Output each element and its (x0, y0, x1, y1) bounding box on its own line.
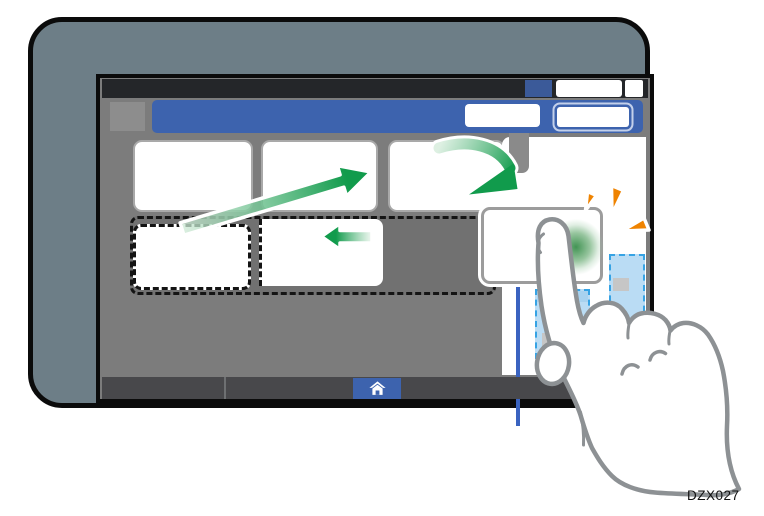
reorder-row-outline (130, 216, 496, 295)
status-bar (102, 79, 648, 98)
header-button-highlighted[interactable] (557, 107, 629, 127)
status-item (556, 80, 622, 97)
panel-tab (509, 133, 529, 173)
app-tile-1[interactable] (133, 140, 253, 212)
app-tile-2[interactable] (261, 140, 378, 212)
figure-code: DZX027 (687, 488, 740, 503)
widget-content-bar (542, 333, 583, 347)
widget-header-strip (537, 291, 588, 302)
tablet-device (28, 17, 654, 426)
panel-divider (516, 281, 520, 426)
nav-bar (102, 377, 648, 399)
menu-button-placeholder[interactable] (110, 102, 145, 131)
nav-divider (224, 377, 226, 399)
status-indicator-blue (525, 80, 552, 97)
status-item-small (625, 80, 643, 97)
shifting-tile[interactable] (259, 219, 383, 286)
widget-content-bar (613, 278, 629, 291)
home-button[interactable] (353, 378, 401, 399)
app-tile-3[interactable] (388, 140, 505, 212)
source-tile-outline (133, 224, 251, 290)
widget-placeholder-2[interactable] (535, 289, 590, 359)
touch-screen (96, 74, 654, 426)
touch-glow (538, 210, 614, 284)
home-icon (368, 381, 386, 395)
header-bar (152, 100, 643, 133)
header-button[interactable] (465, 104, 540, 127)
widget-placeholder-1[interactable] (609, 254, 645, 322)
